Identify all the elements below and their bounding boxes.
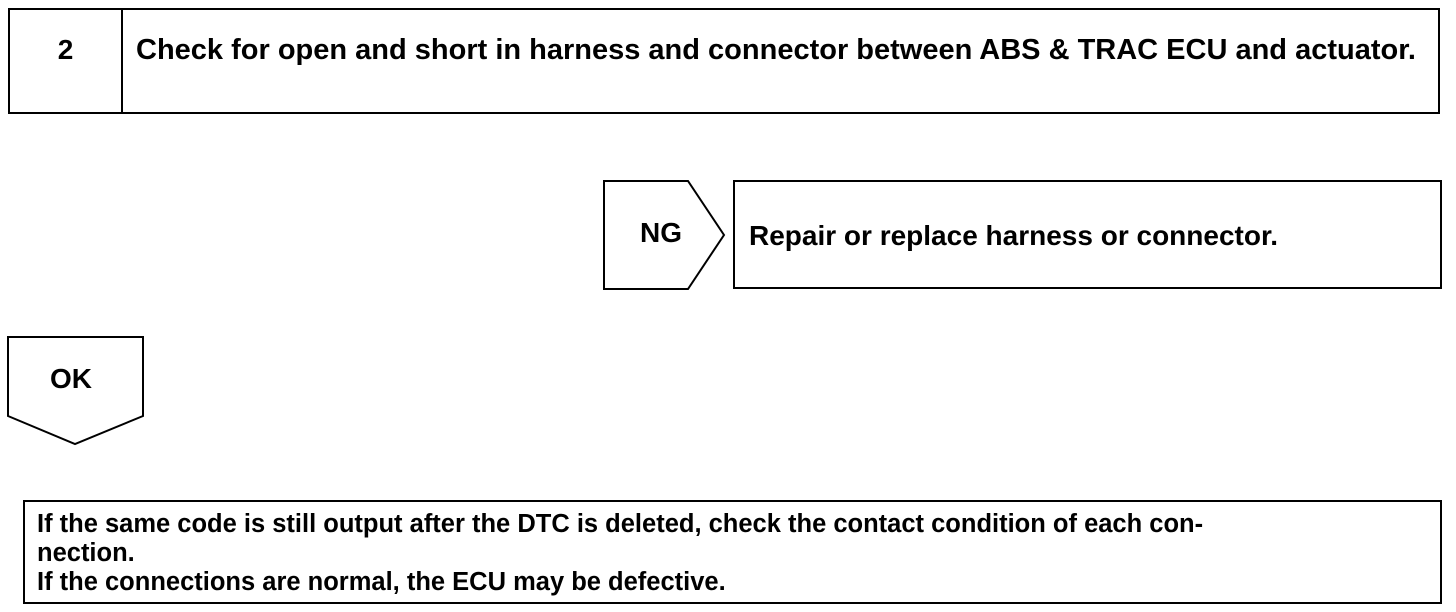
- ng-result-text: Repair or replace harness or connector.: [749, 220, 1279, 251]
- note-line: If the connections are normal, the ECU m…: [37, 568, 726, 596]
- step-box: 2 Check for open and short in harness an…: [8, 8, 1440, 114]
- ng-label: NG: [640, 217, 682, 248]
- ng-result-box: Repair or replace harness or connector.: [733, 180, 1442, 289]
- ng-arrow-shape: [603, 180, 726, 290]
- note-box: If the same code is still output after t…: [23, 500, 1442, 604]
- note-line: nection.: [37, 539, 135, 567]
- ok-label: OK: [50, 363, 92, 394]
- note-line: If the same code is still output after t…: [37, 510, 1204, 538]
- step-text: Check for open and short in harness and …: [136, 34, 1416, 66]
- ok-arrow-shape: [7, 336, 144, 446]
- step-number: 2: [10, 10, 123, 112]
